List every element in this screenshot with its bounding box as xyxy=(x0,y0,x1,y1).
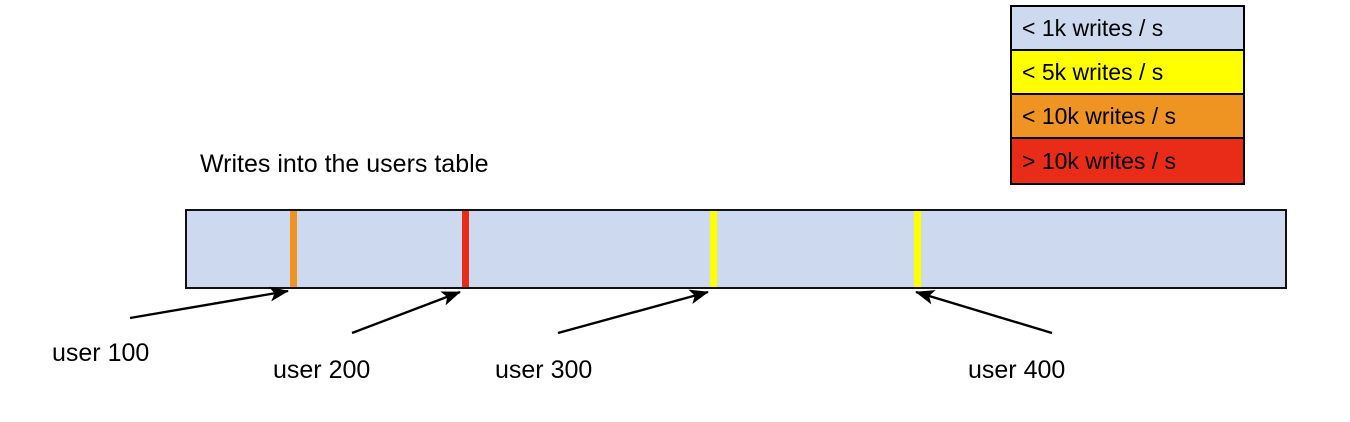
users-table-keyspace-bar xyxy=(185,209,1287,289)
writes-rate-legend: < 1k writes / s < 5k writes / s < 10k wr… xyxy=(1010,5,1245,185)
callout-label-user-400: user 400 xyxy=(968,356,1066,384)
callout-label-user-100: user 100 xyxy=(52,339,150,367)
diagram-title: Writes into the users table xyxy=(200,150,489,178)
legend-label-lt-1k: < 1k writes / s xyxy=(1022,14,1164,41)
user-200-tick xyxy=(462,211,469,287)
callout-label-user-300: user 300 xyxy=(495,356,593,384)
legend-row-lt-10k: < 10k writes / s xyxy=(1012,95,1243,139)
legend-label-lt-10k: < 10k writes / s xyxy=(1022,102,1177,129)
user-100-tick xyxy=(290,211,297,287)
user-300-tick xyxy=(710,211,717,287)
legend-row-lt-1k: < 1k writes / s xyxy=(1012,7,1243,51)
legend-row-lt-5k: < 5k writes / s xyxy=(1012,51,1243,95)
legend-row-gt-10k: > 10k writes / s xyxy=(1012,139,1243,183)
legend-label-gt-10k: > 10k writes / s xyxy=(1022,147,1177,174)
callout-label-user-200: user 200 xyxy=(273,356,371,384)
user-400-tick xyxy=(914,211,921,287)
legend-label-lt-5k: < 5k writes / s xyxy=(1022,58,1164,85)
